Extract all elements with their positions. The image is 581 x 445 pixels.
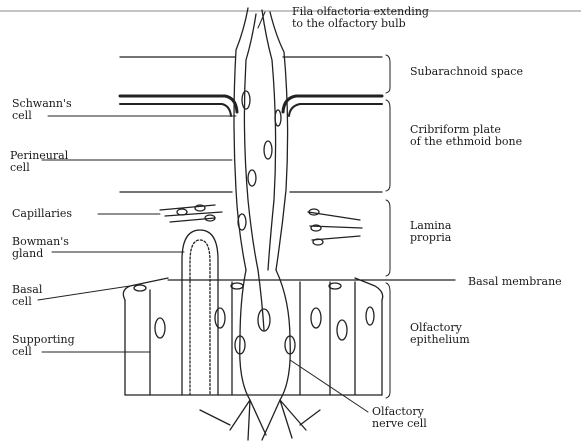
fila-olfactoria-label: Fila olfactoria extending to the olfacto… <box>292 6 429 30</box>
region-brackets <box>386 55 390 398</box>
capillaries-shape <box>160 205 362 245</box>
cribriform-plate-shape <box>120 96 382 192</box>
basal-membrane-label: Basal membrane <box>468 276 562 288</box>
perineural-cell-label: Perineural cell <box>10 150 68 174</box>
bowmans-gland-shape <box>182 230 218 395</box>
cribriform-plate-label: Cribriform plate of the ethmoid bone <box>410 124 522 148</box>
subarachnoid-space-label: Subarachnoid space <box>410 66 523 78</box>
epithelium-shape <box>123 278 382 395</box>
basal-cell-label: Basal cell <box>12 284 42 308</box>
olfactory-nerve-cell-label: Olfactory nerve cell <box>372 406 427 430</box>
fila-olfactoria-bundle <box>234 8 288 270</box>
olfactory-epithelium-label: Olfactory epithelium <box>410 322 470 346</box>
capillaries-label: Capillaries <box>12 208 72 220</box>
lamina-propria-label: Lamina propria <box>410 220 451 244</box>
leader-lines <box>38 12 455 412</box>
supporting-cell-label: Supporting cell <box>12 334 75 358</box>
bowmans-gland-label: Bowman's gland <box>12 236 69 260</box>
schwanns-cell-label: Schwann's cell <box>12 98 72 122</box>
